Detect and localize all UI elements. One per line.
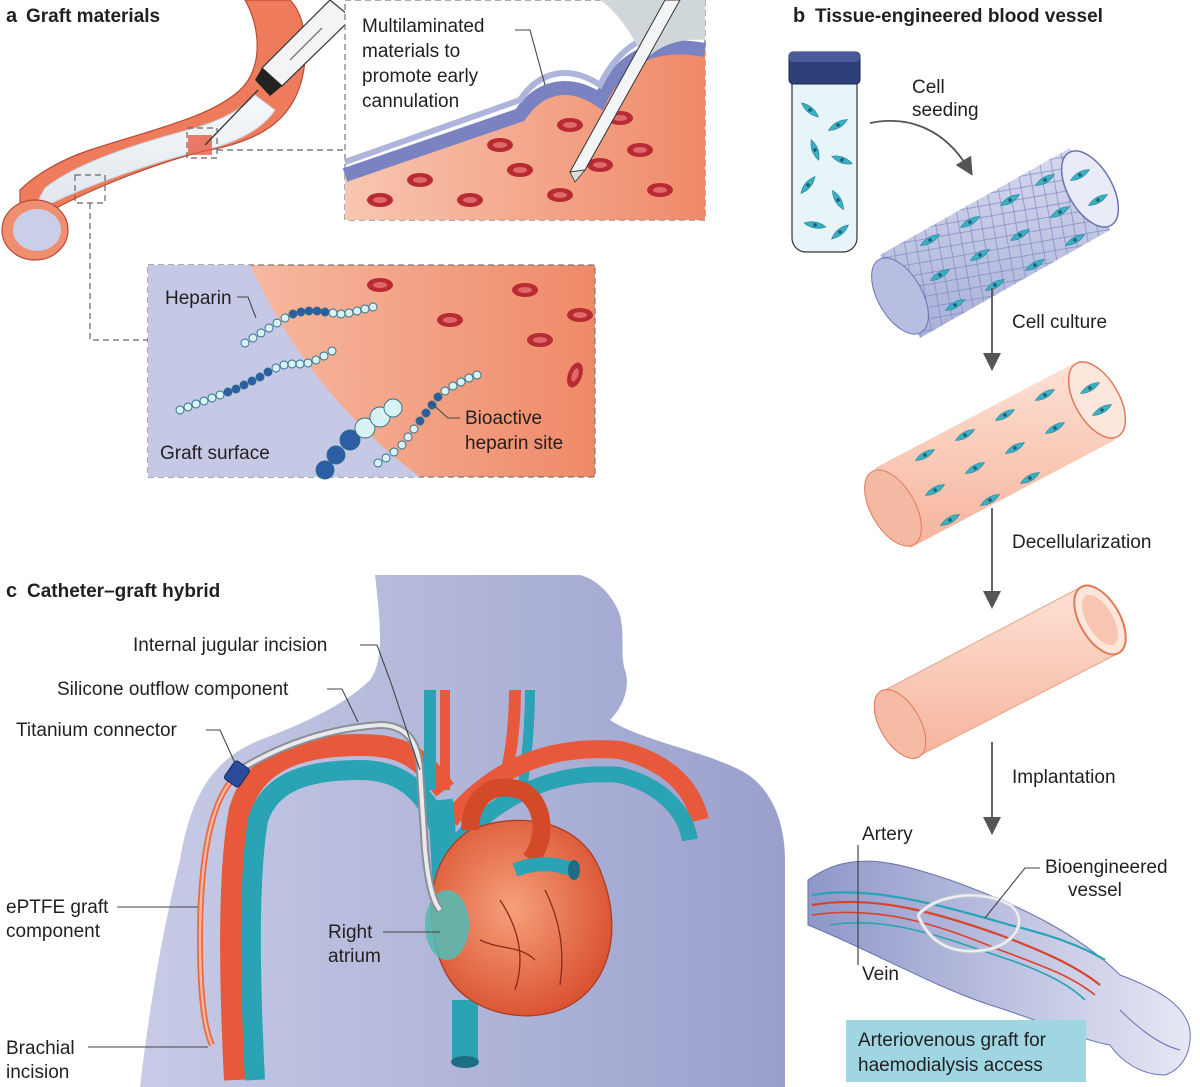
- label-eptfe-graft: ePTFE graft component: [6, 897, 114, 942]
- label-decellularization: Decellularization: [1012, 532, 1151, 553]
- arrow-cell-seeding: [869, 120, 973, 176]
- heparin-chain: [175, 302, 482, 480]
- syringe-icon: [204, 0, 353, 146]
- banner-text: Arteriovenous graft for haemodialysis ac…: [858, 1030, 1051, 1076]
- zoom-box-cannulation: [186, 127, 218, 159]
- seeded-scaffold: [871, 148, 1120, 338]
- panel-a-letter: a: [6, 5, 18, 27]
- label-internal-jugular: Internal jugular incision: [133, 635, 327, 656]
- forearm-illustration: [807, 860, 1191, 1076]
- decellularized-vessel: [873, 584, 1127, 759]
- test-tube-icon: [788, 51, 861, 253]
- label-implantation: Implantation: [1012, 767, 1116, 788]
- inset-heparin: [147, 264, 596, 480]
- label-heparin: Heparin: [165, 288, 232, 309]
- label-bioactive-heparin-site: Bioactive heparin site: [465, 408, 563, 454]
- label-vein: Vein: [862, 964, 899, 985]
- cultured-vessel: [864, 360, 1127, 548]
- inset-multilaminated: [342, 0, 707, 221]
- banner-av-graft: Arteriovenous graft for haemodialysis ac…: [846, 1020, 1086, 1082]
- heart-illustration: [425, 778, 613, 1017]
- label-titanium-connector: Titanium connector: [16, 720, 178, 741]
- label-multilaminated: Multilaminated materials to promote earl…: [362, 16, 490, 112]
- titanium-connector-icon: [223, 760, 251, 788]
- panel-c: c Catheter–graft hybrid: [6, 575, 785, 1087]
- panel-a: a Graft materials: [1, 0, 707, 480]
- panel-c-title: Catheter–graft hybrid: [27, 581, 220, 602]
- label-brachial-incision: Brachial incision: [6, 1038, 80, 1083]
- panel-c-letter: c: [6, 580, 17, 602]
- label-cell-culture: Cell culture: [1012, 312, 1107, 333]
- label-graft-surface: Graft surface: [160, 443, 270, 464]
- label-bioengineered-vessel: Bioengineered vessel: [1045, 857, 1173, 901]
- panel-b-letter: b: [793, 5, 805, 27]
- panel-a-title: Graft materials: [26, 6, 160, 27]
- label-cell-seeding: Cell seeding: [912, 77, 979, 121]
- panel-b: b Tissue-engineered blood vessel Cell se…: [788, 5, 1191, 1082]
- graft-tube: [1, 0, 306, 261]
- label-silicone-outflow: Silicone outflow component: [57, 679, 289, 700]
- label-artery: Artery: [862, 824, 913, 845]
- panel-b-title: Tissue-engineered blood vessel: [815, 6, 1103, 27]
- label-right-atrium: Right atrium: [328, 922, 381, 967]
- leader-multilaminated: [515, 29, 546, 86]
- catheter-graft-device: [196, 720, 444, 1047]
